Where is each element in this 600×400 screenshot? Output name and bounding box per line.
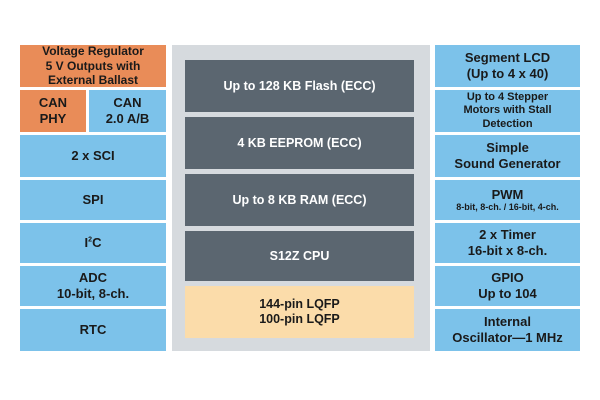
can-20-line2: 2.0 A/B [105, 111, 150, 126]
oscillator-line1: Internal [484, 314, 531, 330]
pwm-line2: 8-bit, 8-ch. / 16-bit, 4-ch. [456, 202, 559, 213]
rtc-label: RTC [79, 322, 107, 338]
pwm-block: PWM 8-bit, 8-ch. / 16-bit, 4-ch. [435, 180, 580, 220]
eeprom-block: 4 KB EEPROM (ECC) [185, 117, 414, 169]
flash-block: Up to 128 KB Flash (ECC) [185, 60, 414, 112]
timer-block: 2 x Timer 16-bit x 8-ch. [435, 223, 580, 263]
can-phy-line1: CAN [38, 95, 68, 111]
package-line1: 144-pin LQFP [259, 297, 340, 311]
adc-line2: 10-bit, 8-ch. [56, 286, 130, 301]
pwm-line1: PWM [491, 186, 524, 202]
timer-line1: 2 x Timer [479, 227, 536, 243]
gpio-block: GPIO Up to 104 [435, 266, 580, 306]
stepper-line1: Up to 4 Stepper [466, 91, 549, 104]
i2c-block: I2C [20, 223, 166, 263]
flash-label: Up to 128 KB Flash (ECC) [223, 78, 376, 93]
voltage-regulator-block: Voltage Regulator 5 V Outputs with Exter… [20, 44, 166, 88]
segment-lcd-line1: Segment LCD [464, 50, 551, 66]
timer-line2: 16-bit x 8-ch. [467, 243, 548, 258]
can-phy-line2: PHY [39, 111, 67, 126]
sound-generator-block: Simple Sound Generator [435, 135, 580, 177]
stepper-line2: Motors with Stall [463, 104, 552, 117]
spi-label: SPI [82, 192, 104, 208]
oscillator-block: Internal Oscillator—1 MHz [435, 309, 580, 351]
cpu-label: S12Z CPU [269, 248, 330, 263]
can-phy-block: CAN PHY [20, 90, 86, 132]
rtc-block: RTC [20, 309, 166, 351]
can-20-line1: CAN [113, 95, 142, 111]
cpu-block: S12Z CPU [185, 231, 414, 281]
adc-line1: ADC [78, 270, 108, 286]
package-line2: 100-pin LQFP [259, 312, 340, 326]
i2c-label: I2C [84, 235, 102, 251]
stepper-block: Up to 4 Stepper Motors with Stall Detect… [435, 90, 580, 132]
segment-lcd-block: Segment LCD (Up to 4 x 40) [435, 45, 580, 87]
can-20-block: CAN 2.0 A/B [89, 90, 166, 132]
spi-block: SPI [20, 180, 166, 220]
sound-line2: Sound Generator [454, 156, 561, 171]
ram-label: Up to 8 KB RAM (ECC) [232, 192, 367, 207]
eeprom-label: 4 KB EEPROM (ECC) [237, 135, 362, 150]
voltage-regulator-line3: External Ballast [47, 73, 139, 88]
ram-block: Up to 8 KB RAM (ECC) [185, 174, 414, 226]
voltage-regulator-line1: Voltage Regulator [42, 44, 144, 59]
stepper-line3: Detection [482, 117, 533, 130]
voltage-regulator-line2: 5 V Outputs with [45, 58, 141, 73]
gpio-line2: Up to 104 [478, 286, 537, 301]
sci-block: 2 x SCI [20, 135, 166, 177]
oscillator-line2: Oscillator—1 MHz [452, 330, 563, 345]
sound-line1: Simple [486, 140, 529, 156]
sci-label: 2 x SCI [71, 148, 115, 164]
gpio-line1: GPIO [491, 270, 524, 286]
segment-lcd-line2: (Up to 4 x 40) [466, 66, 549, 81]
package-block: 144-pin LQFP 100-pin LQFP [185, 286, 414, 338]
adc-block: ADC 10-bit, 8-ch. [20, 266, 166, 306]
